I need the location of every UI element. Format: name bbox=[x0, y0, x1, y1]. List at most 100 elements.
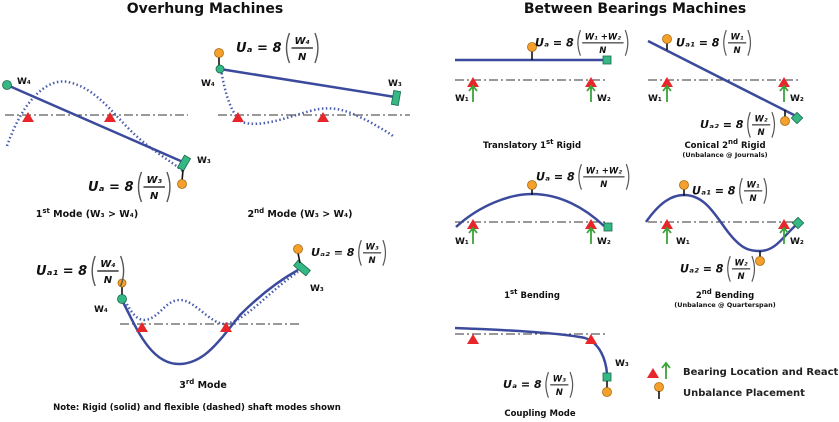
formula-lhs: Uₐ₂ = 8 bbox=[311, 246, 355, 259]
formula-lhs: Uₐ = 8 bbox=[535, 36, 574, 49]
unbalance-formula: Uₐ₂ = 8 W₂ N bbox=[700, 111, 776, 138]
reaction-arrow-icon bbox=[468, 85, 478, 103]
translatory-rigid-mode: W₁ W₂ Translatory 1st Rigid bbox=[455, 42, 612, 151]
w2-label: W₂ bbox=[790, 237, 804, 247]
flexible-mode-shape bbox=[121, 270, 299, 326]
formula-numerator: W₃ bbox=[553, 374, 566, 384]
legend-unbalance-label: Unbalance Placement bbox=[683, 388, 805, 399]
w4-label: W₄ bbox=[17, 77, 31, 87]
w1-label: W₁ bbox=[455, 94, 469, 104]
disk-icon bbox=[791, 216, 805, 230]
left-paren bbox=[723, 29, 727, 56]
w4-label: W₄ bbox=[94, 305, 108, 315]
disk-w3-icon bbox=[293, 259, 311, 277]
formula-numerator: W₁ bbox=[747, 180, 760, 190]
unbalance-formula: Uₐ = 8 W₁ +W₂ N bbox=[535, 29, 629, 56]
reaction-arrow-icon bbox=[586, 227, 596, 245]
flexible-mode-shape bbox=[5, 80, 185, 173]
formula-denominator: N bbox=[150, 191, 159, 202]
coupling-mode-shape bbox=[454, 326, 609, 375]
unbalance-formula: Uₐ = 8 W₁ +W₂ N bbox=[536, 163, 630, 190]
first-bending-mode: W₁ W₂ 1st Bending bbox=[455, 180, 613, 301]
second-bending-sublabel: (Unbalance @ Quarterspan) bbox=[674, 301, 775, 309]
disk-icon bbox=[602, 55, 612, 65]
formula-numerator: W₃ bbox=[147, 175, 163, 186]
formula-lhs: Uₐ₁ = 8 bbox=[692, 184, 736, 197]
formula-numerator: W₁ +W₂ bbox=[585, 32, 622, 42]
conical-sublabel: (Unbalance @ Journals) bbox=[682, 151, 767, 159]
left-paren bbox=[578, 163, 583, 190]
formula-numerator: W₂ bbox=[735, 258, 748, 268]
bearing-icon bbox=[317, 112, 329, 122]
right-paren bbox=[119, 255, 125, 287]
right-paren bbox=[747, 29, 752, 56]
disk-w4-icon bbox=[117, 294, 127, 304]
formula-numerator: W₃ bbox=[366, 242, 379, 252]
left-paren bbox=[577, 29, 582, 56]
formula-lhs: Uₐ = 8 bbox=[88, 180, 134, 195]
unbalance-icon bbox=[679, 180, 689, 190]
left-paren bbox=[358, 239, 362, 266]
formula-lhs: Uₐ = 8 bbox=[236, 41, 282, 56]
unbalance-formula: Uₐ = 8 W₃ N bbox=[88, 171, 171, 203]
formula-denominator: N bbox=[734, 46, 741, 56]
reaction-arrow-icon bbox=[662, 85, 672, 103]
right-paren bbox=[166, 171, 171, 203]
w4-label: W₄ bbox=[201, 79, 215, 89]
unbalance-icon bbox=[755, 256, 765, 266]
conical-rigid-mode: W₁ W₂ Conical 2nd Rigid (Unbalance @ Jou… bbox=[647, 34, 804, 159]
bearing-icon bbox=[232, 112, 244, 122]
right-paren bbox=[569, 371, 574, 398]
unbalance-formula: Uₐ = 8 W₃ N bbox=[503, 371, 574, 398]
disk-w4-icon bbox=[215, 64, 225, 74]
w1-label: W₁ bbox=[676, 237, 690, 247]
formula-numerator: W₁ +W₂ bbox=[586, 166, 623, 176]
second-bending-label: 2nd Bending bbox=[696, 288, 754, 301]
disk-icon bbox=[603, 222, 613, 232]
formula-denominator: N bbox=[104, 275, 113, 286]
bearing-icon bbox=[647, 368, 659, 378]
right-paren bbox=[624, 29, 629, 56]
formula-lhs: Uₐ₂ = 8 bbox=[700, 118, 744, 131]
bearing-icon bbox=[22, 112, 34, 122]
second-mode-label: 2nd Mode (W₃ > W₄) bbox=[247, 207, 352, 220]
shaft-modes-note: Note: Rigid (solid) and flexible (dashed… bbox=[53, 403, 341, 413]
formula-lhs: Uₐ = 8 bbox=[536, 170, 575, 183]
right-paren bbox=[314, 32, 319, 64]
legend: Bearing Location and Reaction Unbalance … bbox=[647, 361, 839, 399]
second-bending-mode: W₁ W₂ 2nd Bending (Unbalance @ Quartersp… bbox=[644, 180, 805, 309]
overhung-first-mode: W₄ W₃ 1st Mode (W₃ > W₄) bbox=[2, 77, 211, 220]
conical-label: Conical 2nd Rigid bbox=[684, 138, 765, 151]
w3-label: W₃ bbox=[197, 156, 211, 166]
w3-label: W₃ bbox=[615, 359, 629, 369]
overhung-second-mode: W₄ W₃ 2nd Mode (W₃ > W₄) bbox=[201, 48, 410, 220]
w2-label: W₂ bbox=[790, 94, 804, 104]
between-bearings-heading: Between Bearings Machines bbox=[524, 1, 746, 17]
formula-denominator: N bbox=[599, 46, 606, 56]
formula-denominator: N bbox=[738, 272, 745, 282]
rigid-mode-shape bbox=[647, 39, 795, 117]
right-paren bbox=[751, 255, 756, 282]
reaction-arrow-icon bbox=[586, 85, 596, 103]
w1-label: W₁ bbox=[455, 237, 469, 247]
left-paren bbox=[91, 255, 96, 287]
overhung-heading: Overhung Machines bbox=[127, 1, 283, 17]
formula-denominator: N bbox=[600, 180, 607, 190]
unbalance-icon bbox=[662, 34, 672, 44]
coupling-mode: W₃ Coupling Mode bbox=[454, 326, 629, 419]
w1-label: W₁ bbox=[648, 94, 662, 104]
formula-numerator: W₂ bbox=[755, 114, 768, 124]
formula-lhs: Uₐ₁ = 8 bbox=[36, 264, 87, 279]
unbalance-icon bbox=[527, 42, 537, 52]
formula-denominator: N bbox=[556, 388, 563, 398]
coupling-mode-label: Coupling Mode bbox=[504, 409, 576, 419]
unbalance-icon bbox=[177, 179, 187, 189]
unbalance-icon bbox=[654, 382, 664, 392]
formula-lhs: Uₐ = 8 bbox=[503, 378, 542, 391]
formula-denominator: N bbox=[758, 128, 765, 138]
